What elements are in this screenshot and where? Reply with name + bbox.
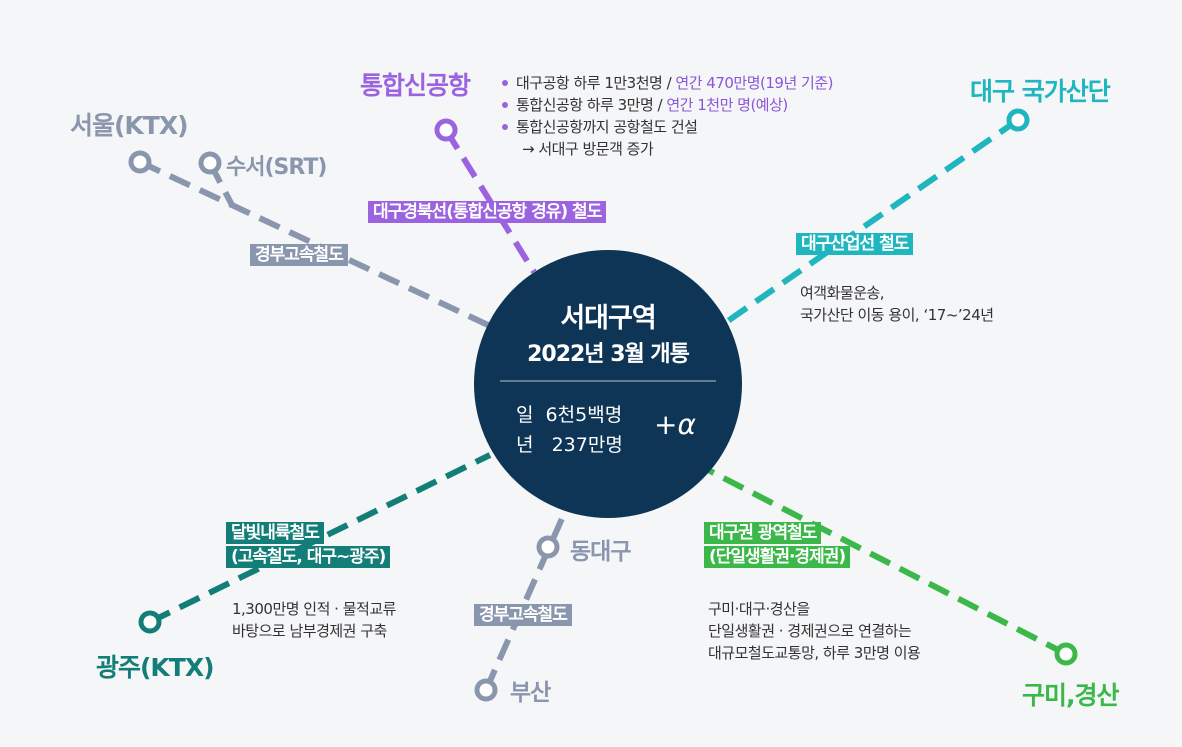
center-yearly-visitors: 년 237만명 (516, 434, 623, 456)
center-plus-alpha: +α (654, 408, 696, 441)
line-label-metro: 대구권 광역철도 (704, 522, 822, 545)
station-marker-gwangju (138, 610, 162, 634)
station-marker-seoul (128, 150, 152, 174)
line-label-dalbit: 달빛내륙철도 (226, 522, 324, 545)
airport-info: 대구공항 하루 1만3천명 / 연간 470만명(19년 기준) 통합신공항 하… (500, 72, 833, 160)
line-label-metro-sub: (단일생활권·경제권) (704, 546, 851, 569)
station-marker-dongdaegu (536, 535, 560, 559)
airport-info-result: → 서대구 방문객 증가 (522, 140, 654, 158)
center-subtitle: 2022년 3월 개통 (527, 342, 690, 367)
line-label-dalbit-sub: (고속철도, 대구~광주) (226, 546, 391, 569)
line-label-gyeongbu-south: 경부고속철도 (474, 604, 572, 627)
center-station-circle (474, 250, 742, 518)
station-marker-gumi (1054, 642, 1078, 666)
station-marker-busan (474, 678, 498, 702)
destination-airport: 통합신공항 (360, 71, 471, 100)
metro-info: 구미·대구·경산을 단일생활권 · 경제권으로 연결하는 대규모철도교통망, 하… (708, 600, 921, 662)
center-title: 서대구역 (560, 303, 656, 334)
center-daily-visitors: 일 6천5백명 (516, 404, 623, 426)
dalbit-info: 1,300만명 인적 · 물적교류 바탕으로 남부경제권 구축 (232, 600, 396, 640)
airport-info-bullet-2: 통합신공항 하루 3만명 / 연간 1천만 명(예상) (500, 94, 833, 116)
station-marker-airport (434, 118, 458, 142)
airport-info-bullet-3: 통합신공항까지 공항철도 건설 (500, 116, 833, 138)
destination-busan: 부산 (510, 680, 551, 706)
station-marker-suseo (198, 151, 222, 175)
line-label-industrial: 대구산업선 철도 (796, 233, 914, 256)
destination-seoul: 서울(KTX) (70, 111, 189, 140)
destination-dongdaegu: 동대구 (570, 539, 631, 565)
station-marker-industrial (1006, 108, 1030, 132)
route-industrial (720, 117, 1020, 328)
line-label-gyeongbu-north: 경부고속철도 (250, 244, 348, 267)
destination-gwangju: 광주(KTX) (96, 653, 215, 682)
industrial-info: 여객화물운송, 국가산단 이동 용이, ‘17~’24년 (800, 284, 994, 324)
airport-info-bullet-1: 대구공항 하루 1만3천명 / 연간 470만명(19년 기준) (500, 72, 833, 94)
line-label-airport: 대구경북선(통합신공항 경유) 철도 (368, 201, 607, 224)
route-gwangju (148, 452, 492, 625)
route-busan (483, 503, 571, 692)
destination-suseo: 수서(SRT) (226, 155, 327, 180)
destination-industrial: 대구 국가산단 (970, 77, 1111, 106)
route-gumi (706, 467, 1068, 657)
destination-gumi: 구미,경산 (1022, 681, 1119, 710)
